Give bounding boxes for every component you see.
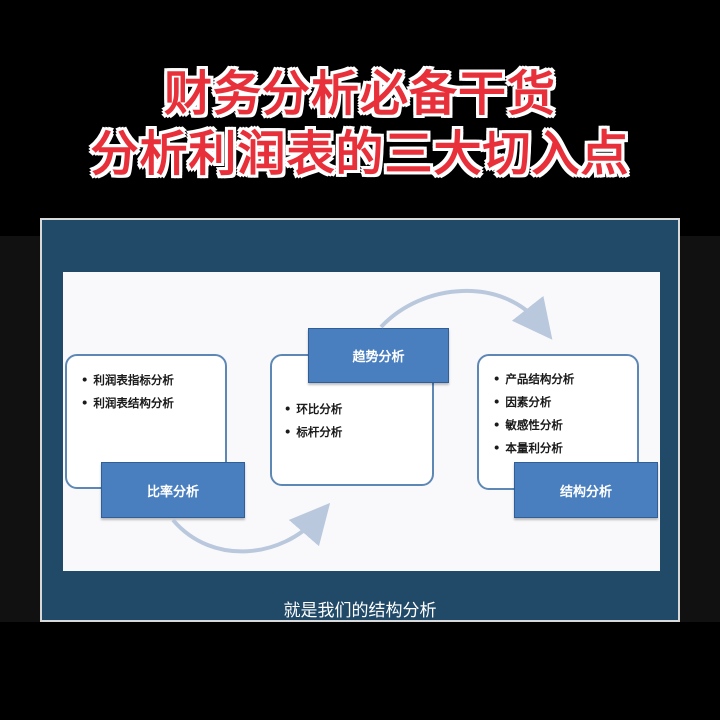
list-item: 标杆分析 [284, 421, 342, 444]
ratio-analysis-list: 利润表指标分析 利润表结构分析 [81, 369, 174, 415]
list-item: 产品结构分析 [493, 368, 574, 391]
slide-frame: 利润表指标分析 利润表结构分析 比率分析 环比分析 标杆分析 趋势分析 产品结构… [40, 218, 680, 622]
diagram-canvas: 利润表指标分析 利润表结构分析 比率分析 环比分析 标杆分析 趋势分析 产品结构… [63, 272, 660, 571]
list-item: 因素分析 [493, 391, 574, 414]
headline-line-2: 分析利润表的三大切入点 [90, 126, 630, 182]
flow-arrows [171, 288, 553, 554]
list-item: 利润表结构分析 [81, 392, 174, 415]
trend-analysis-tag: 趋势分析 [308, 328, 449, 383]
structure-analysis-list: 产品结构分析 因素分析 敏感性分析 本量利分析 [493, 368, 574, 460]
arrow-ratio-to-trend [171, 502, 331, 554]
trend-analysis-list: 环比分析 标杆分析 [284, 398, 342, 444]
structure-analysis-tag: 结构分析 [514, 462, 658, 518]
list-item: 本量利分析 [493, 437, 574, 460]
ratio-analysis-tag: 比率分析 [101, 462, 245, 518]
headline-line-1: 财务分析必备干货 [163, 66, 556, 122]
list-item: 敏感性分析 [493, 414, 574, 437]
video-subtitle: 就是我们的结构分析 [283, 601, 437, 621]
list-item: 利润表指标分析 [81, 369, 174, 392]
list-item: 环比分析 [284, 398, 342, 421]
arrow-trend-to-structure [379, 288, 553, 340]
